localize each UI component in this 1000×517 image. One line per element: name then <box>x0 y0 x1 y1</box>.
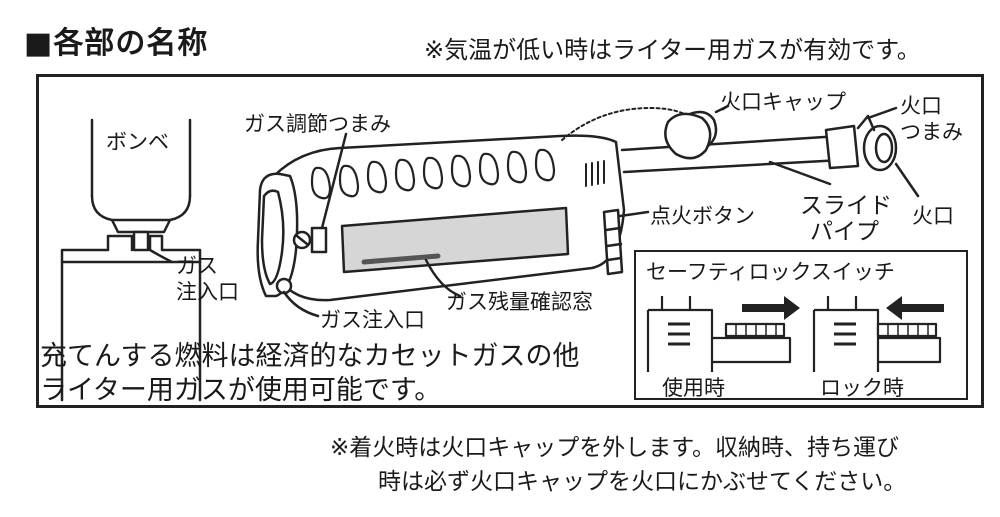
page-title: ■各部の名称 <box>24 26 209 61</box>
cap-note-line2: 時は必ず火口キャップを火口にかぶせてください。 <box>378 469 907 495</box>
fire-cap <box>664 110 718 160</box>
fuel-text-line1: 充てんする燃料は経済的なカセットガスの他 <box>40 341 580 372</box>
fire-mouth <box>824 114 898 172</box>
label-ignition-button: 点火ボタン <box>650 204 755 228</box>
cold-weather-note: ※気温が低い時はライター用ガスが有効です。 <box>424 36 921 64</box>
label-gas-window: ガス残量確認窓 <box>446 290 593 314</box>
label-fire-cap: 火口キャップ <box>720 90 846 114</box>
label-fire-knob-1: 火口 <box>900 94 942 118</box>
cap-note-line1: ※着火時は火口キャップを外します。収納時、持ち運び <box>330 435 899 461</box>
label-gas-inlet-side-1: ガス <box>176 254 218 278</box>
diagram-frame <box>36 74 984 408</box>
safety-lock-title: セーフティロックスイッチ <box>646 260 895 284</box>
safety-lock-in-use: 使用時 <box>662 376 725 400</box>
label-fire-mouth: 火口 <box>912 204 954 228</box>
lighter-body <box>256 134 626 302</box>
gas-canister <box>60 118 202 402</box>
label-slide-pipe-2: パイプ <box>810 219 879 245</box>
label-gas-inlet: ガス注入口 <box>320 308 425 332</box>
fuel-text-line2: ライター用ガスが使用可能です。 <box>40 375 442 406</box>
label-gas-adjust-knob: ガス調節つまみ <box>244 112 391 136</box>
label-slide-pipe-1: スライド <box>800 193 892 219</box>
label-fire-knob-2: つまみ <box>900 120 963 144</box>
safety-lock-locked: ロック時 <box>820 376 904 400</box>
label-bombe: ボンベ <box>106 130 169 154</box>
label-gas-inlet-side-2: 注入口 <box>176 280 239 304</box>
